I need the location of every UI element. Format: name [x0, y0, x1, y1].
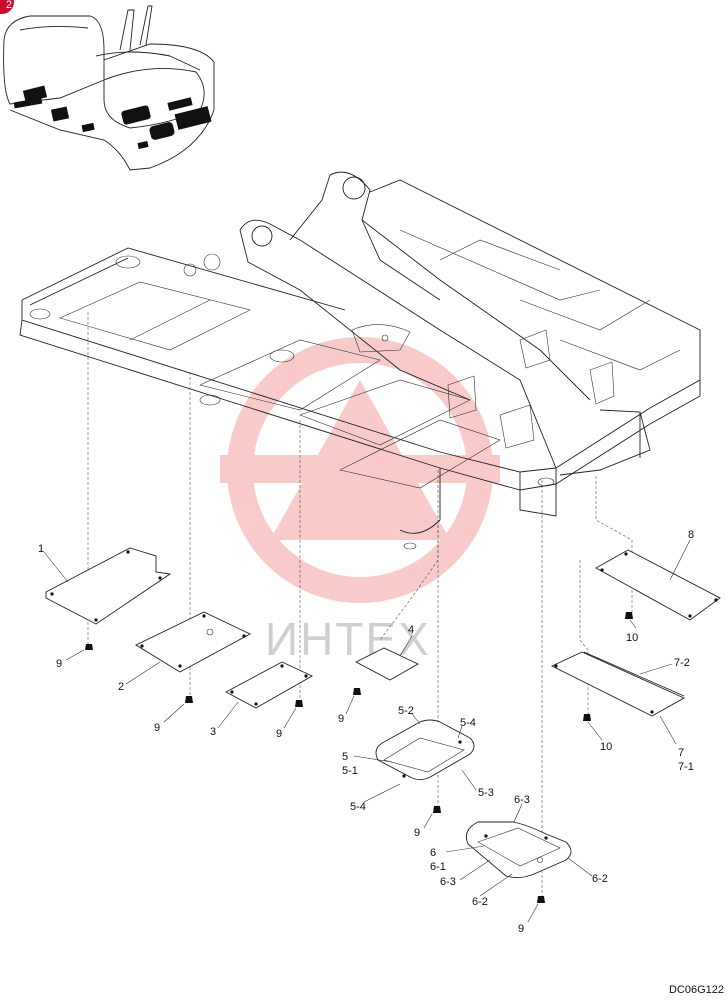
callout-2: 2: [118, 681, 124, 693]
drawing-code: DC06G122: [668, 984, 724, 996]
machine-thumbnail: [3, 5, 215, 171]
watermark: [220, 337, 500, 603]
bolts: [85, 612, 633, 903]
callout-5: 5: [342, 751, 348, 763]
cover-plate-5: [375, 719, 475, 781]
callout-7-1: 7-1: [678, 761, 694, 773]
callout-7-2: 7-2: [674, 657, 690, 669]
callout-9-b: 9: [154, 722, 160, 734]
section-badge: 2: [0, 0, 14, 14]
callout-1: 1: [38, 543, 44, 555]
callout-6-3-a: 6-3: [514, 794, 530, 806]
leader-lines: [43, 539, 691, 923]
callout-5-4-a: 5-4: [460, 717, 476, 729]
callout-10-a: 10: [626, 632, 638, 644]
cover-plate-4: [355, 647, 419, 681]
callout-5-1: 5-1: [342, 765, 358, 777]
cover-plate-6: [465, 821, 572, 879]
callout-10-b: 10: [600, 741, 612, 753]
callout-9-d: 9: [338, 713, 344, 725]
callout-5-2: 5-2: [398, 705, 414, 717]
cover-plate-8: [595, 549, 721, 621]
callout-6-3-b: 6-3: [440, 876, 456, 888]
callout-6-2-b: 6-2: [592, 873, 608, 885]
cover-plate-3: [225, 661, 313, 709]
callout-3: 3: [210, 726, 216, 738]
callout-9-f: 9: [518, 923, 524, 935]
callout-9-a: 9: [56, 658, 62, 670]
callout-6-1: 6-1: [430, 861, 446, 873]
cover-plate-2: [135, 611, 251, 673]
callout-7: 7: [678, 747, 684, 759]
watermark-text: ИНТЕХ: [265, 613, 431, 665]
callout-6-2-a: 6-2: [472, 896, 488, 908]
cover-plate-7: [550, 651, 685, 717]
callout-6: 6: [430, 847, 436, 859]
callout-8: 8: [688, 529, 694, 541]
callout-9-e: 9: [414, 827, 420, 839]
callout-5-4-b: 5-4: [350, 801, 366, 813]
callout-5-3: 5-3: [478, 787, 494, 799]
upper-frame: [19, 171, 701, 550]
callout-9-c: 9: [276, 728, 282, 740]
callouts: 1 2 3 4 8 9 9 9 9 9 9 10 10 5-2 5-4 5 5-…: [38, 529, 694, 935]
callout-4: 4: [408, 624, 414, 636]
cover-plate-1: [45, 547, 172, 625]
